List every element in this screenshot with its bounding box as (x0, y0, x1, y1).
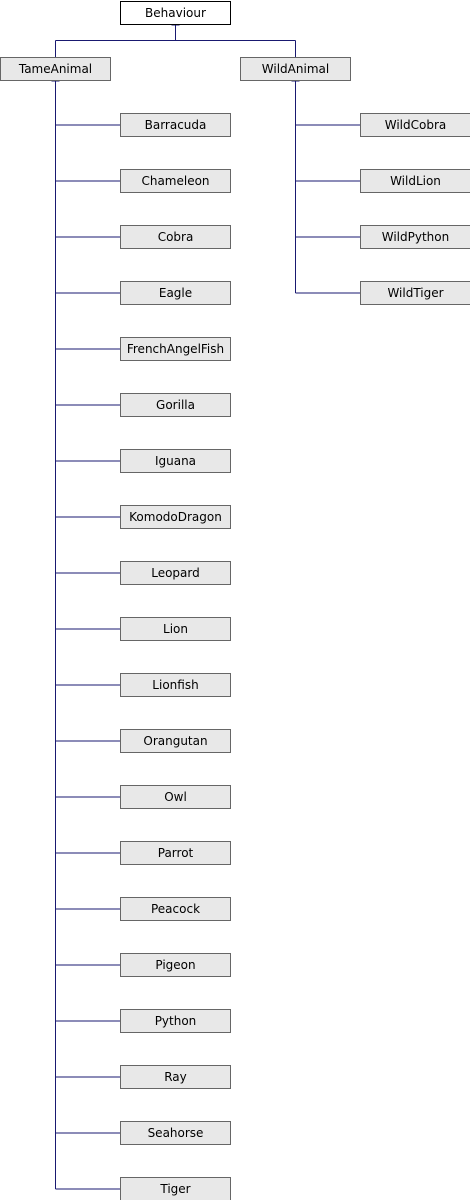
class-box (120, 953, 231, 977)
class-box (120, 1009, 231, 1033)
class-node-peacock[interactable]: Peacock (120, 897, 231, 921)
class-box (0, 57, 111, 81)
class-label: Owl (164, 790, 187, 804)
class-node-owl[interactable]: Owl (120, 785, 231, 809)
class-label: WildAnimal (262, 62, 329, 76)
class-node-ray[interactable]: Ray (120, 1065, 231, 1089)
class-node-seahorse[interactable]: Seahorse (120, 1121, 231, 1145)
class-node-tiger[interactable]: Tiger (120, 1177, 231, 1200)
class-box (120, 169, 231, 193)
class-box (120, 1177, 231, 1200)
class-node-tame-animal[interactable]: TameAnimal (0, 57, 111, 81)
class-label: Barracuda (145, 118, 207, 132)
class-label: Seahorse (148, 1126, 204, 1140)
class-label: Python (155, 1014, 197, 1028)
class-box (120, 281, 231, 305)
class-box (120, 1065, 231, 1089)
class-node-pigeon[interactable]: Pigeon (120, 953, 231, 977)
class-label: FrenchAngelFish (127, 342, 224, 356)
class-box (360, 281, 470, 305)
class-label: WildCobra (385, 118, 447, 132)
class-node-behaviour[interactable]: Behaviour (120, 1, 231, 25)
class-node-wild-cobra[interactable]: WildCobra (360, 113, 470, 137)
class-node-wild-tiger[interactable]: WildTiger (360, 281, 470, 305)
class-box (120, 1, 231, 25)
class-node-iguana[interactable]: Iguana (120, 449, 231, 473)
class-node-wild-lion[interactable]: WildLion (360, 169, 470, 193)
class-label: Tiger (159, 1182, 190, 1196)
class-node-orangutan[interactable]: Orangutan (120, 729, 231, 753)
class-box (120, 897, 231, 921)
class-box (120, 393, 231, 417)
class-label: Lion (163, 622, 188, 636)
class-label: Parrot (158, 846, 194, 860)
class-label: WildPython (382, 230, 449, 244)
class-node-parrot[interactable]: Parrot (120, 841, 231, 865)
class-node-lionfish[interactable]: Lionfish (120, 673, 231, 697)
class-box (120, 505, 231, 529)
class-box (120, 561, 231, 585)
class-box (120, 841, 231, 865)
class-label: WildTiger (387, 286, 443, 300)
class-label: Peacock (151, 902, 200, 916)
class-label: TameAnimal (18, 62, 92, 76)
class-label: KomodoDragon (129, 510, 222, 524)
class-box (120, 617, 231, 641)
class-node-chameleon[interactable]: Chameleon (120, 169, 231, 193)
class-box (120, 337, 231, 361)
class-label: Behaviour (145, 6, 206, 20)
class-label: Leopard (151, 566, 200, 580)
class-box (120, 225, 231, 249)
class-label: Chameleon (141, 174, 209, 188)
class-box (120, 1121, 231, 1145)
class-box (120, 729, 231, 753)
class-node-wild-animal[interactable]: WildAnimal (240, 57, 351, 81)
class-box (120, 785, 231, 809)
class-label: Ray (164, 1070, 187, 1084)
class-node-cobra[interactable]: Cobra (120, 225, 231, 249)
inheritance-edges (56, 26, 361, 1190)
class-box (120, 673, 231, 697)
class-node-eagle[interactable]: Eagle (120, 281, 231, 305)
class-node-komodo-dragon[interactable]: KomodoDragon (120, 505, 231, 529)
class-box (360, 225, 470, 249)
class-label: Gorilla (156, 398, 195, 412)
class-label: Orangutan (143, 734, 207, 748)
class-node-leopard[interactable]: Leopard (120, 561, 231, 585)
class-node-python[interactable]: Python (120, 1009, 231, 1033)
class-node-wild-python[interactable]: WildPython (360, 225, 470, 249)
class-label: Pigeon (155, 958, 195, 972)
class-label: Cobra (158, 230, 194, 244)
class-box (360, 169, 470, 193)
class-box (360, 113, 470, 137)
class-box (120, 113, 231, 137)
class-label: WildLion (390, 174, 441, 188)
class-label: Lionfish (152, 678, 198, 692)
class-node-barracuda[interactable]: Barracuda (120, 113, 231, 137)
class-node-gorilla[interactable]: Gorilla (120, 393, 231, 417)
class-node-french-angel-fish[interactable]: FrenchAngelFish (120, 337, 231, 361)
class-label: Eagle (159, 286, 192, 300)
class-label: Iguana (155, 454, 196, 468)
class-box (240, 57, 351, 81)
class-node-lion[interactable]: Lion (120, 617, 231, 641)
class-box (120, 449, 231, 473)
